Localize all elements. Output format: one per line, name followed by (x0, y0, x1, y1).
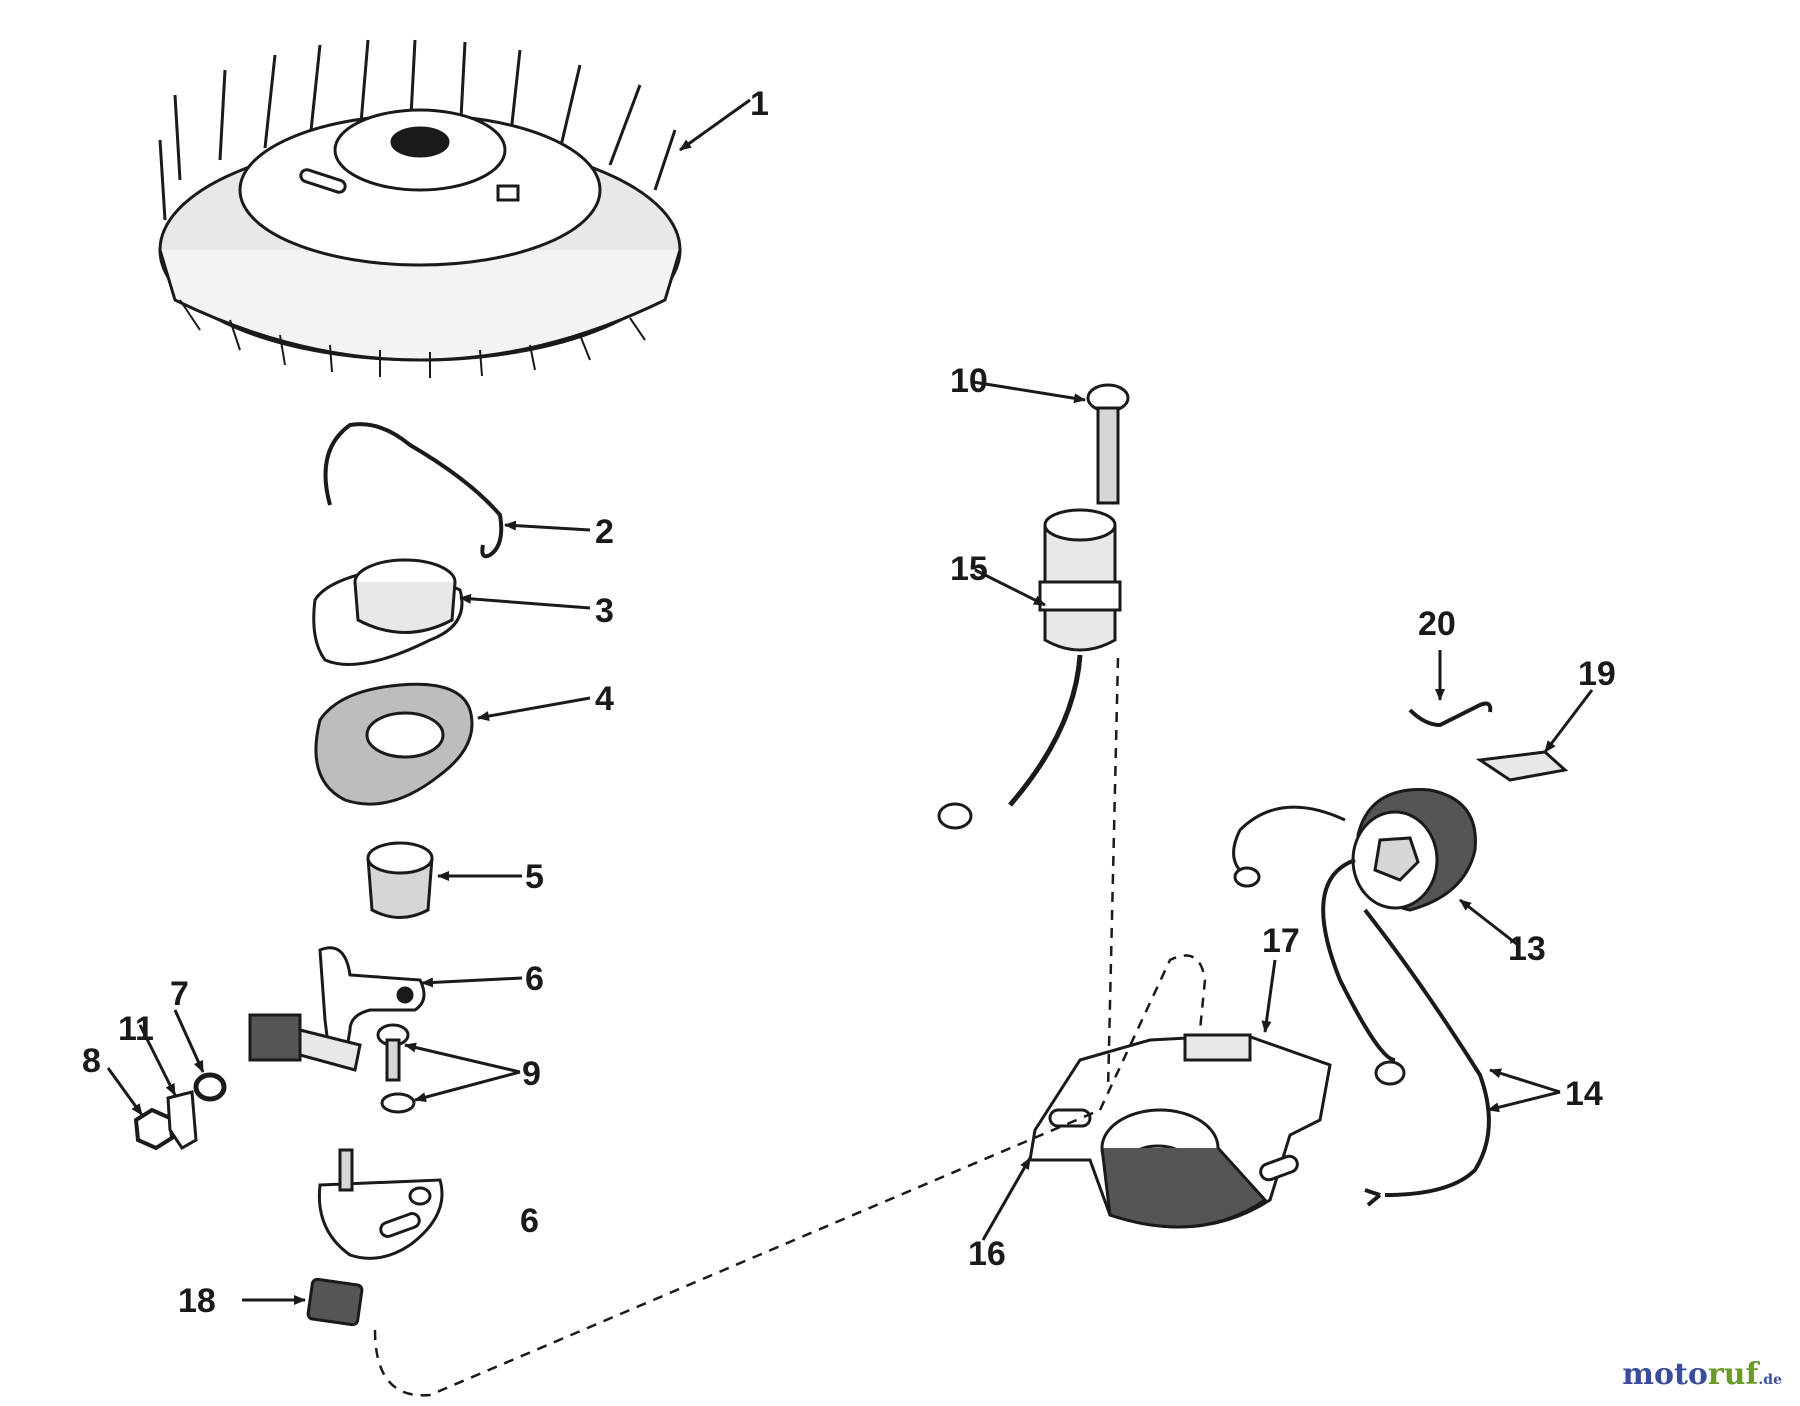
callout-2: 2 (595, 513, 614, 551)
washer-part (193, 1072, 227, 1102)
terminal-part (166, 1090, 198, 1150)
callout-13: 13 (1508, 930, 1546, 968)
screw-and-washer-part (376, 1023, 416, 1114)
flywheel-part (158, 39, 682, 378)
callout-5: 5 (525, 858, 544, 896)
felt-pad-part (306, 1277, 364, 1327)
wire-spring-part (1408, 701, 1493, 728)
lead-wire-part (1363, 908, 1491, 1207)
callout-7: 7 (170, 975, 189, 1013)
gasket-part (314, 682, 474, 806)
coil-bracket-part (1028, 1033, 1332, 1229)
callout-1: 1 (750, 85, 769, 123)
condenser-screw-part (1086, 383, 1130, 505)
callout-3: 3 (595, 592, 614, 630)
leader-arrows (106, 98, 1594, 1305)
callout-10: 10 (950, 362, 988, 400)
callout-6-lower: 6 (520, 1202, 539, 1240)
callout-18: 18 (178, 1282, 216, 1320)
callout-17: 17 (1262, 922, 1300, 960)
breaker-arm-part (248, 946, 426, 1072)
watermark-part1: moto (1622, 1357, 1708, 1392)
callout-9: 9 (522, 1055, 541, 1093)
spring-clip-part (323, 422, 504, 559)
watermark-part3: .de (1758, 1372, 1782, 1388)
callout-6-upper: 6 (525, 960, 544, 998)
retainer-clip-part (1475, 750, 1569, 782)
callout-16: 16 (968, 1235, 1006, 1273)
watermark-logo: motoruf.de (1622, 1357, 1782, 1392)
watermark-part2: ruf (1707, 1357, 1759, 1392)
nut-part (133, 1107, 175, 1151)
breaker-plate-part (317, 1148, 444, 1260)
callout-14: 14 (1565, 1075, 1603, 1113)
bushing-part (366, 841, 434, 919)
callout-15: 15 (950, 550, 988, 588)
assembly-guide-lines (373, 657, 1207, 1397)
dust-cover-part (312, 558, 464, 666)
callout-8: 8 (82, 1042, 101, 1080)
callout-11: 11 (118, 1010, 154, 1048)
callout-20: 20 (1418, 605, 1456, 643)
ignition-coil-part (1232, 788, 1477, 1086)
callout-4: 4 (595, 680, 614, 718)
condenser-part (937, 508, 1122, 830)
callout-19: 19 (1578, 655, 1616, 693)
callout-labels: 1 2 3 4 5 6 6 7 8 9 10 11 13 14 15 16 17… (82, 85, 1616, 1320)
